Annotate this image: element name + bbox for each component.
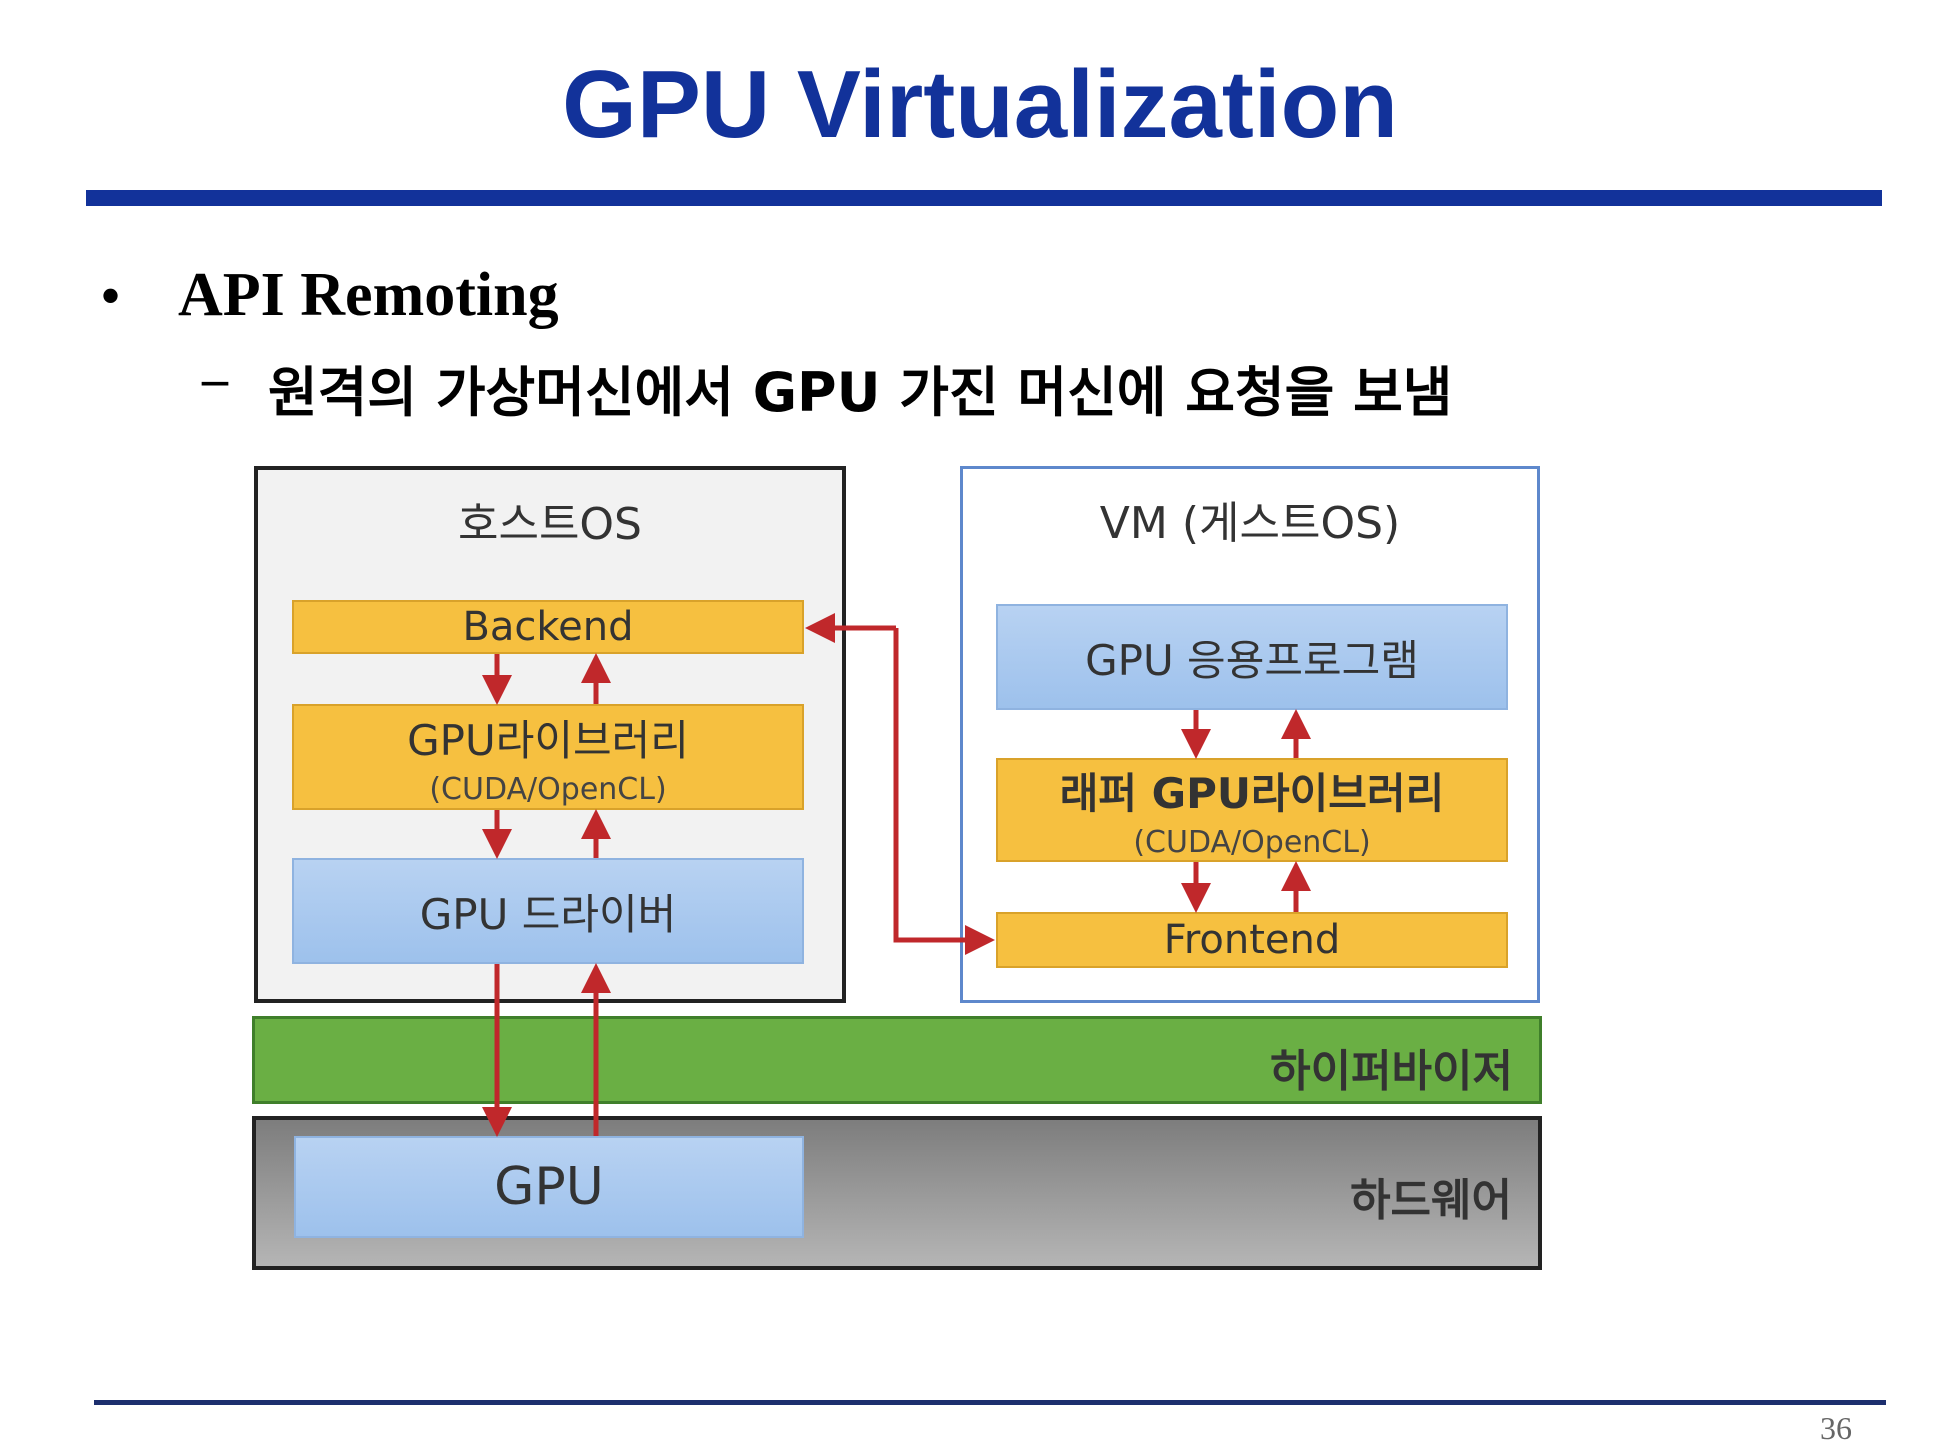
sub-bullet-dash: – (202, 351, 228, 408)
backend-box: Backend (292, 600, 804, 654)
gpu-driver-box: GPU 드라이버 (292, 858, 804, 964)
host-os-title: 호스트OS (457, 499, 642, 550)
gpu-library-sublabel: (CUDA/OpenCL) (429, 772, 667, 807)
wrapper-library-box: 래퍼 GPU라이브러리 (CUDA/OpenCL) (996, 758, 1508, 862)
gpu-box: GPU (294, 1136, 804, 1238)
title-divider (86, 190, 1882, 206)
arrow-frontend-backend-link (893, 628, 995, 955)
page-number: 36 (1820, 1410, 1852, 1446)
slide-title: GPU Virtualization (562, 51, 1398, 158)
frontend-label: Frontend (1163, 917, 1341, 963)
gpu-app-label: GPU 응용프로그램 (1085, 635, 1419, 685)
wrapper-library-sublabel: (CUDA/OpenCL) (1133, 825, 1371, 860)
vm-title: VM (게스트OS) (1099, 498, 1401, 549)
frontend-box: Frontend (996, 912, 1508, 968)
hypervisor-band: 하이퍼바이저 (252, 1016, 1542, 1104)
sub-bullet-text: 원격의 가상머신에서 GPU 가진 머신에 요청을 보냄 (268, 361, 1453, 424)
bullet-dot: • (100, 263, 122, 329)
gpu-app-box: GPU 응용프로그램 (996, 604, 1508, 710)
gpu-library-label: GPU라이브러리 (407, 716, 689, 765)
gpu-driver-label: GPU 드라이버 (419, 889, 677, 939)
footer-divider (94, 1400, 1886, 1405)
gpu-label: GPU (494, 1157, 604, 1217)
bullet-text: API Remoting (178, 261, 559, 329)
hardware-label: 하드웨어 (1350, 1175, 1512, 1226)
backend-label: Backend (462, 604, 634, 650)
wrapper-library-label: 래퍼 GPU라이브러리 (1059, 769, 1445, 818)
hypervisor-label: 하이퍼바이저 (1270, 1046, 1513, 1097)
gpu-library-box: GPU라이브러리 (CUDA/OpenCL) (292, 704, 804, 810)
